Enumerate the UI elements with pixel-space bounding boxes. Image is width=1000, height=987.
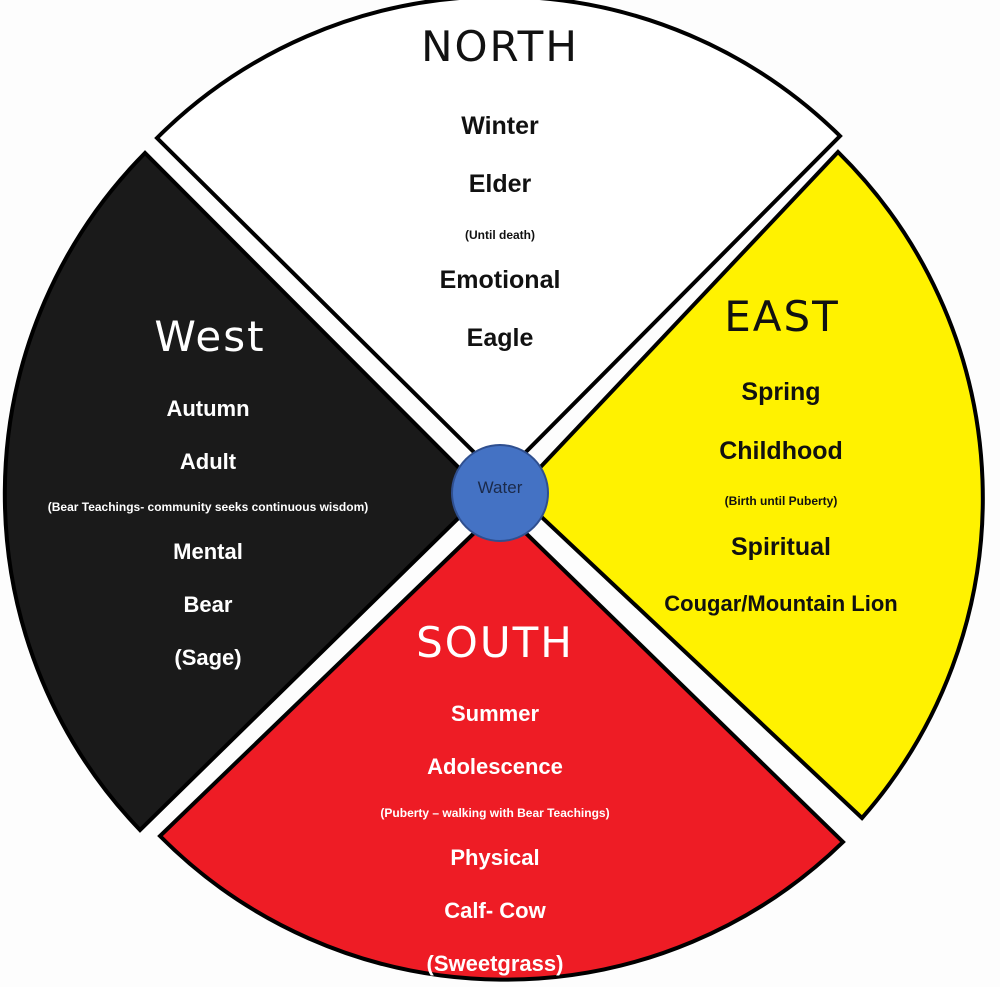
south-note: (Puberty – walking with Bear Teachings) (380, 806, 610, 820)
west-season: Autumn (166, 396, 250, 421)
west-title: West (154, 312, 266, 361)
west-animal: Bear (183, 592, 233, 617)
south-season: Summer (450, 701, 540, 726)
north-note: (Until death) (465, 228, 535, 242)
south-animal: Calf- Cow (444, 898, 546, 923)
north-stage: Elder (468, 170, 532, 198)
north-title: NORTH (421, 22, 579, 71)
water-center-circle (451, 444, 549, 542)
east-title: EAST (724, 292, 840, 341)
north-aspect: Emotional (439, 266, 561, 294)
north-season: Winter (461, 112, 539, 140)
east-quadrant (513, 149, 985, 821)
east-season: Spring (741, 378, 821, 406)
west-stage: Adult (179, 449, 237, 474)
west-quadrant (2, 150, 487, 833)
west-note: (Bear Teachings- community seeks continu… (47, 500, 369, 514)
north-animal: Eagle (466, 324, 534, 352)
east-note: (Birth until Puberty) (724, 494, 838, 508)
east-animal: Cougar/Mountain Lion (664, 591, 898, 616)
west-aspect: Mental (173, 539, 243, 564)
water-label: Water (477, 478, 523, 497)
south-stage: Adolescence (427, 754, 563, 779)
west-medicine: (Sage) (174, 645, 242, 670)
north-quadrant (154, 0, 843, 481)
east-aspect: Spiritual (730, 533, 832, 561)
south-aspect: Physical (450, 845, 540, 870)
east-stage: Childhood (719, 437, 843, 465)
south-quadrant (157, 505, 846, 982)
south-medicine: (Sweetgrass) (426, 951, 564, 976)
south-title: SOUTH (416, 618, 574, 667)
